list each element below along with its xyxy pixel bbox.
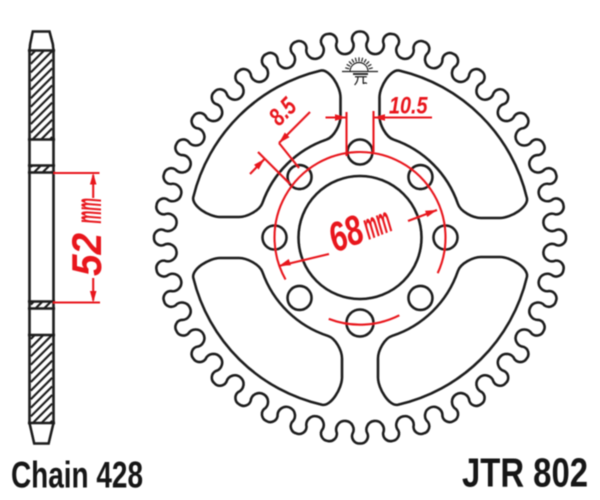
svg-text:52: 52 — [63, 233, 110, 276]
svg-text:Chain 428: Chain 428 — [11, 454, 143, 496]
svg-text:mm: mm — [67, 198, 109, 224]
svg-text:JTR 802: JTR 802 — [462, 450, 588, 496]
svg-text:10.5: 10.5 — [389, 93, 428, 120]
